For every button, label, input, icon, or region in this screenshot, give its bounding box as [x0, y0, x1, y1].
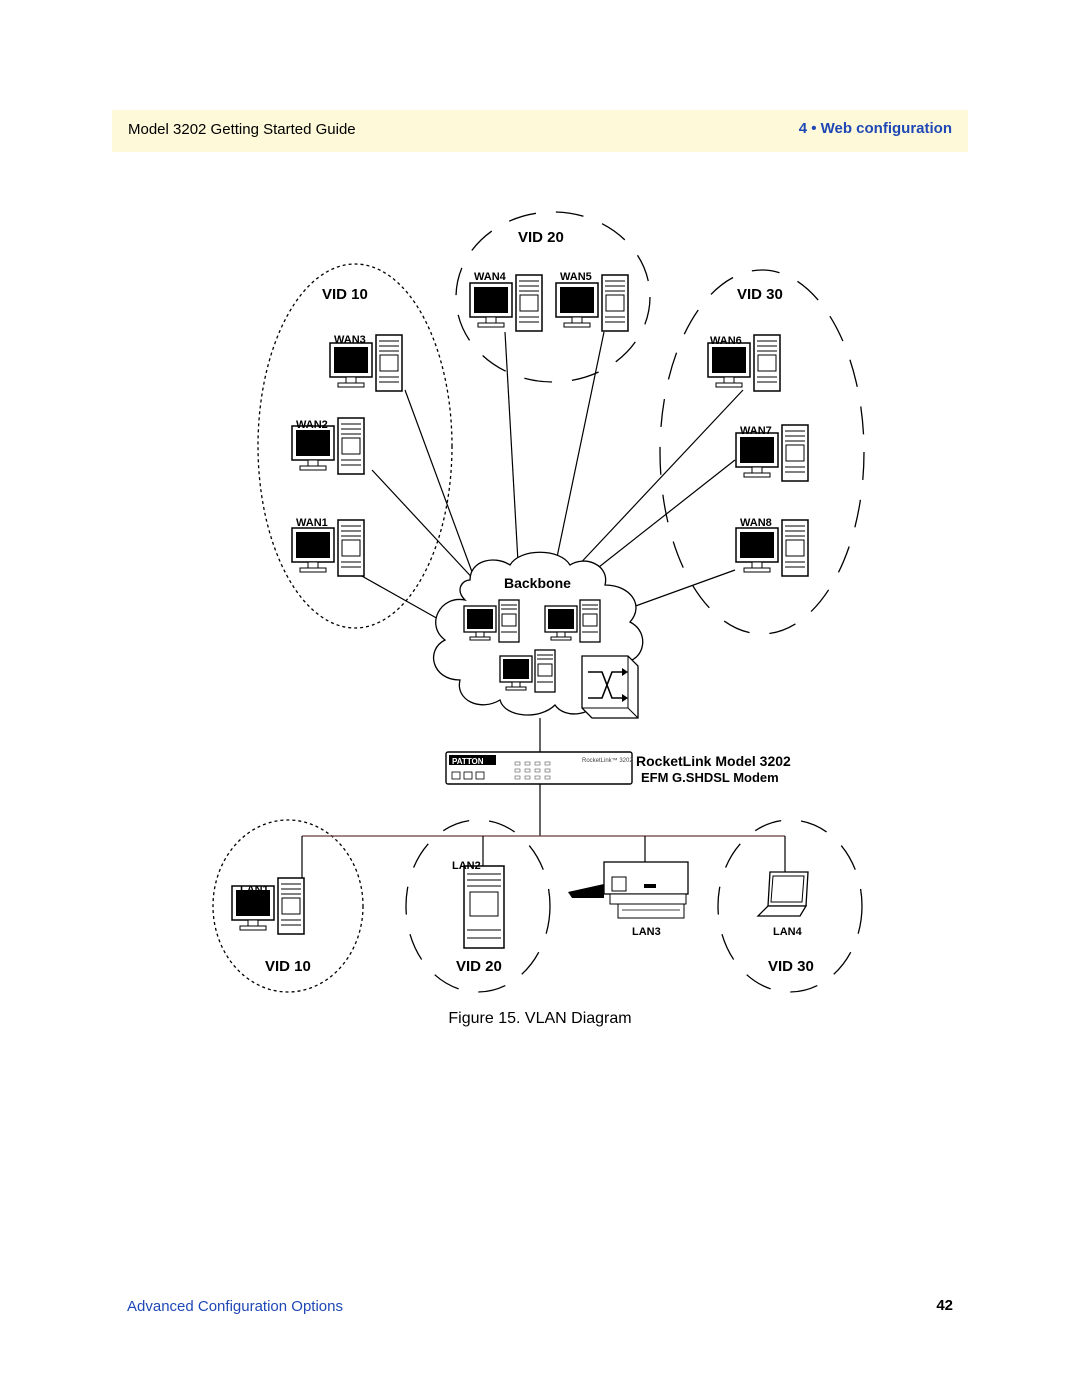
wan1-host: WAN1	[291, 517, 365, 577]
svg-text:WAN7: WAN7	[740, 425, 772, 437]
vid20-label-bottom: VID 20	[456, 958, 502, 975]
svg-text:WAN4: WAN4	[474, 271, 507, 283]
vid30-label-top: VID 30	[737, 286, 783, 303]
svg-text:WAN5: WAN5	[560, 271, 592, 283]
svg-text:LAN4: LAN4	[773, 926, 803, 938]
device-name: RocketLink Model 3202	[636, 753, 791, 769]
vid10-group-top	[257, 263, 453, 629]
wan8-host: WAN8	[735, 517, 809, 577]
lan2-host: LAN2	[452, 860, 505, 949]
device-panel-label: RocketLink™ 3202	[582, 757, 633, 764]
wan5-host: WAN5	[555, 271, 629, 332]
vlan-diagram: Backbone PATTON RocketLink™ 3202 Rock	[212, 211, 865, 993]
vid10-label-top: VID 10	[322, 286, 368, 303]
page-number: 42	[936, 1297, 953, 1314]
vid30-label-bottom: VID 30	[768, 958, 814, 975]
svg-text:WAN8: WAN8	[740, 517, 772, 529]
svg-text:WAN2: WAN2	[296, 419, 328, 431]
printer-icon: LAN3	[568, 861, 689, 938]
wan6-host: WAN6	[707, 334, 781, 392]
laptop-icon: LAN4	[756, 871, 809, 938]
wan-links	[359, 331, 744, 621]
vid10-group-bottom	[212, 819, 364, 993]
doc-title: Model 3202 Getting Started Guide	[128, 121, 356, 138]
footer-section-link[interactable]: Advanced Configuration Options	[127, 1298, 343, 1315]
svg-text:WAN1: WAN1	[296, 517, 328, 529]
svg-text:LAN3: LAN3	[632, 926, 661, 938]
rocketlink-device: PATTON RocketLink™ 3202	[445, 751, 633, 785]
svg-text:LAN2: LAN2	[452, 860, 481, 872]
vid10-label-bottom: VID 10	[265, 958, 311, 975]
device-subtitle: EFM G.SHDSL Modem	[641, 770, 779, 785]
svg-text:LAN1: LAN1	[240, 884, 269, 896]
header-band: Model 3202 Getting Started Guide 4 • Web…	[112, 110, 968, 152]
wan2-host: WAN2	[291, 417, 365, 475]
vid20-label-top: VID 20	[518, 229, 564, 246]
backbone-label: Backbone	[504, 575, 571, 591]
lan1-host: LAN1	[231, 877, 305, 935]
vid30-group-bottom	[717, 819, 863, 993]
wan3-host: WAN3	[329, 334, 403, 392]
figure-caption: Figure 15. VLAN Diagram	[448, 1010, 632, 1027]
vid30-group-top	[659, 269, 865, 635]
vid20-group-top	[455, 211, 651, 383]
switch-icon	[581, 655, 639, 719]
device-brand: PATTON	[452, 757, 484, 766]
vid20-group-bottom	[405, 819, 551, 993]
wan4-host: WAN4	[469, 271, 543, 332]
section-link[interactable]: 4 • Web configuration	[798, 120, 952, 137]
lan-bus	[301, 784, 786, 878]
wan7-host: WAN7	[735, 424, 809, 482]
svg-text:WAN6: WAN6	[710, 335, 742, 347]
svg-text:WAN3: WAN3	[334, 334, 366, 346]
